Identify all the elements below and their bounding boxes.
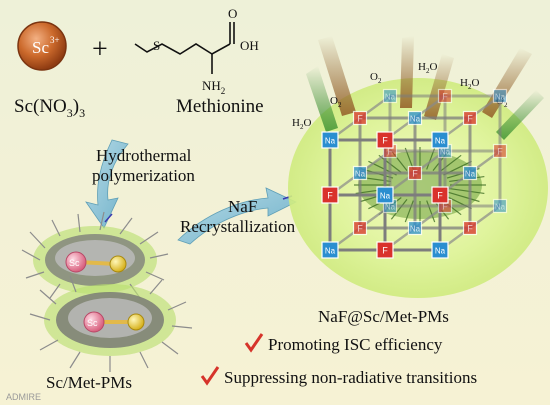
- scandium-nitrate-formula: Sc(NO3)3: [14, 96, 85, 120]
- na-ion-node: Na: [407, 220, 423, 236]
- f-ion-node: F: [376, 241, 394, 259]
- svg-text:F: F: [437, 191, 443, 201]
- f-ion-node: F: [431, 186, 449, 204]
- methionine-nh2-group: NH2: [202, 78, 225, 96]
- svg-text:F: F: [382, 136, 388, 146]
- fiber-strand: [446, 191, 480, 203]
- svg-text:Na: Na: [410, 115, 421, 124]
- svg-text:Na: Na: [385, 93, 396, 102]
- na-ion-node: Na: [352, 165, 368, 181]
- benefit-text-1: Promoting ISC efficiency: [268, 335, 443, 354]
- benefit-item-1: Promoting ISC efficiency: [244, 333, 443, 354]
- svg-text:Na: Na: [385, 203, 396, 212]
- na-ion-node: Na: [321, 241, 339, 259]
- f-ion-node: F: [492, 143, 508, 159]
- o2-label-2: O2: [330, 95, 342, 109]
- h2o-label-1: H2O: [418, 61, 437, 75]
- sc-ion-symbol: Sc: [32, 38, 49, 57]
- f-ion-node: F: [437, 88, 453, 104]
- fiber-strand: [404, 200, 414, 223]
- arrow-tick-1: [104, 213, 113, 223]
- svg-text:Na: Na: [325, 137, 336, 146]
- svg-text:Na: Na: [435, 247, 446, 256]
- svg-text:Na: Na: [355, 170, 366, 179]
- fiber-strand: [438, 154, 462, 173]
- fiber-strand: [390, 199, 408, 220]
- na-ion-node: Na: [382, 88, 398, 104]
- f-ion-node: F: [462, 110, 478, 126]
- na-ion-node: Na: [431, 241, 449, 259]
- svg-text:F: F: [382, 246, 388, 256]
- methionine-o-atom: O: [228, 6, 237, 21]
- benefit-text-2: Suppressing non-radiative transitions: [224, 368, 477, 387]
- na-ion-node: Na: [431, 131, 449, 149]
- svg-text:F: F: [412, 169, 418, 179]
- core-label-bottom: Sc: [87, 318, 98, 328]
- fiber-strand: [426, 200, 436, 223]
- na-ion-node: Na: [462, 165, 478, 181]
- svg-text:Na: Na: [410, 225, 421, 234]
- svg-text:Na: Na: [380, 192, 391, 201]
- benefit-item-2: Suppressing non-radiative transitions: [200, 366, 477, 387]
- f-ion-node: F: [407, 165, 423, 181]
- scandium-ion: Sc 3+: [17, 21, 67, 71]
- f-ion-node: F: [352, 220, 368, 236]
- core-label-top: Sc: [69, 258, 80, 268]
- f-ion-node: F: [376, 131, 394, 149]
- methionine-s-atom: S: [153, 38, 160, 53]
- watermark: ADMIRE: [6, 392, 41, 402]
- f-ion-node: F: [321, 186, 339, 204]
- sc-ion-charge: 3+: [50, 35, 60, 45]
- svg-text:F: F: [467, 114, 473, 124]
- naf-label: NaF: [228, 197, 257, 216]
- h2o-label-2: H2O: [460, 77, 479, 91]
- product-label: NaF@Sc/Met-PMs: [318, 307, 449, 326]
- fiber-strand: [449, 187, 485, 195]
- svg-text:Na: Na: [435, 137, 446, 146]
- check-icon: [200, 366, 220, 386]
- svg-text:F: F: [387, 147, 393, 157]
- h2o-label-3: H2O: [292, 117, 311, 131]
- svg-text:F: F: [497, 147, 503, 157]
- svg-text:Na: Na: [495, 203, 506, 212]
- methionine-label: Methionine: [176, 96, 264, 117]
- na-ion-node: Na: [492, 88, 508, 104]
- f-ion-node: F: [462, 220, 478, 236]
- polymerization-label: polymerization: [92, 166, 195, 185]
- svg-text:Na: Na: [440, 148, 451, 157]
- svg-text:F: F: [357, 114, 363, 124]
- svg-text:Na: Na: [495, 93, 506, 102]
- na-ion-node: Na: [492, 198, 508, 214]
- svg-text:F: F: [442, 202, 448, 212]
- svg-text:Na: Na: [325, 247, 336, 256]
- plus-sign: +: [92, 34, 108, 65]
- check-icon: [244, 333, 264, 353]
- o2-label-1: O2: [370, 71, 382, 85]
- svg-text:Na: Na: [465, 170, 476, 179]
- na-ion-node: Na: [376, 186, 394, 204]
- methionine-structure: [134, 22, 235, 74]
- svg-text:F: F: [467, 224, 473, 234]
- hydrothermal-label: Hydrothermal: [96, 146, 192, 165]
- svg-text:F: F: [357, 224, 363, 234]
- polymer-particle-bottom: Sc: [29, 275, 193, 372]
- sc-met-pms-label: Sc/Met-PMs: [46, 373, 132, 392]
- na-ion-node: Na: [321, 131, 339, 149]
- f-ion-node: F: [352, 110, 368, 126]
- svg-text:F: F: [327, 191, 333, 201]
- na-ion-node: Na: [407, 110, 423, 126]
- recrystallization-label: Recrystallization: [180, 217, 296, 236]
- svg-text:F: F: [442, 92, 448, 102]
- methionine-oh-group: OH: [240, 38, 259, 53]
